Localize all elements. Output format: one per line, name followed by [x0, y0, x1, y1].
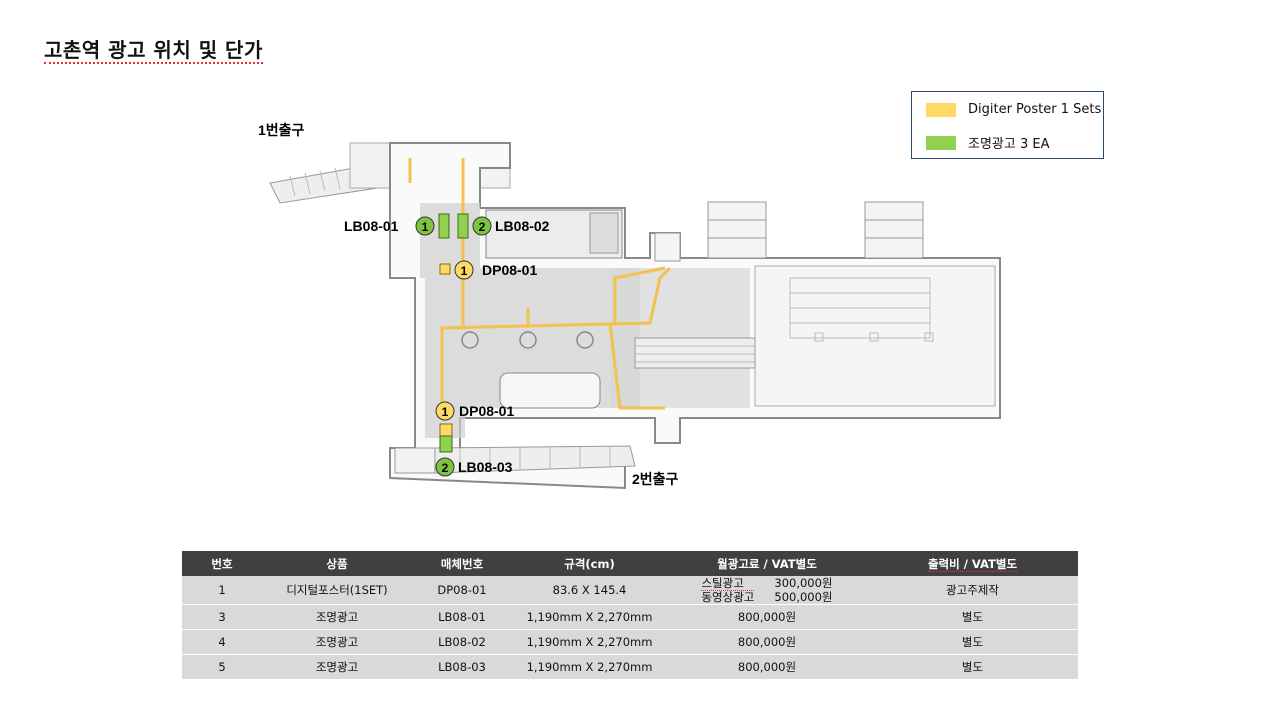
- marker-dp08-01-bottom: [435, 401, 455, 421]
- page-title: 고촌역 광고 위치 및 단가: [44, 34, 263, 64]
- exit1-label: 1번출구: [258, 122, 305, 138]
- label-lb08-01: LB08-01: [344, 218, 399, 234]
- table-row: 1 디지털포스터(1SET) DP08-01 83.6 X 145.4 스틸광고…: [182, 576, 1078, 605]
- cell-output-cost: 광고주제작: [867, 576, 1078, 605]
- header-product: 상품: [262, 551, 412, 576]
- cell-output-cost: 별도: [867, 629, 1078, 655]
- cell-monthly-fee: 스틸광고 300,000원 동영상광고 500,000원: [667, 576, 867, 605]
- marker-lb08-02: [472, 216, 492, 236]
- exit2-label: 2번출구: [632, 471, 679, 487]
- legend-box: Digiter Poster 1 Sets 조명광고 3 EA: [911, 91, 1104, 159]
- guide-path: [408, 158, 672, 418]
- legend-item-digital-poster: Digiter Poster 1 Sets: [926, 102, 1101, 117]
- header-output-cost-text: 출력비 / VAT별도: [927, 556, 1018, 572]
- badge-number: 1: [422, 220, 429, 234]
- table-row: 5 조명광고 LB08-03 1,190mm X 2,270mm 800,000…: [182, 654, 1078, 680]
- badge-number: 1: [442, 405, 449, 419]
- cell-media-code: LB08-02: [412, 629, 512, 655]
- cell-number: 5: [182, 654, 262, 680]
- legend-swatch-yellow: [926, 102, 956, 117]
- cell-product: 조명광고: [262, 629, 412, 655]
- price-video-value: 500,000원: [774, 590, 833, 604]
- table-row: 3 조명광고 LB08-01 1,190mm X 2,270mm 800,000…: [182, 604, 1078, 630]
- badge-number: 1: [461, 264, 468, 278]
- cell-product: 조명광고: [262, 604, 412, 630]
- poster-dp08-01-top: [439, 263, 451, 275]
- cell-product: 디지털포스터(1SET): [262, 576, 412, 605]
- legend-label: Digiter Poster 1 Sets: [968, 102, 1102, 117]
- marker-lb08-03: [435, 457, 455, 477]
- elevator-block: [654, 201, 924, 262]
- cell-size: 1,190mm X 2,270mm: [512, 604, 667, 630]
- lightbox-lb08-01: [438, 213, 450, 239]
- cell-media-code: DP08-01: [412, 576, 512, 605]
- price-still-label: 스틸광고: [701, 577, 755, 591]
- header-output-cost: 출력비 / VAT별도: [867, 551, 1078, 576]
- cell-size: 1,190mm X 2,270mm: [512, 654, 667, 680]
- label-lb08-03: LB08-03: [458, 459, 513, 475]
- cell-output-cost: 별도: [867, 604, 1078, 630]
- header-size: 규격(cm): [512, 551, 667, 576]
- exit2-stairs: [394, 445, 636, 474]
- cell-size: 83.6 X 145.4: [512, 576, 667, 605]
- marker-lb08-01: [415, 216, 435, 236]
- cell-output-cost: 별도: [867, 654, 1078, 680]
- marker-dp08-01-top: [454, 260, 474, 280]
- poster-dp08-01-bottom: [439, 423, 453, 437]
- station-floor-map: 1번출구 2번출구 LB08-01 1 2 LB08-02 1 DP08-01 …: [258, 122, 1001, 490]
- badge-number: 2: [479, 220, 486, 234]
- cell-media-code: LB08-03: [412, 654, 512, 680]
- label-lb08-02: LB08-02: [495, 218, 550, 234]
- price-table: 번호 상품 매체번호 규격(cm) 월광고료 / VAT별도 출력비 / VAT…: [182, 551, 1078, 680]
- table-header-row: 번호 상품 매체번호 규격(cm) 월광고료 / VAT별도 출력비 / VAT…: [182, 551, 1078, 576]
- table-row: 4 조명광고 LB08-02 1,190mm X 2,270mm 800,000…: [182, 629, 1078, 655]
- cell-number: 3: [182, 604, 262, 630]
- cell-number: 1: [182, 576, 262, 605]
- cell-media-code: LB08-01: [412, 604, 512, 630]
- lightbox-lb08-02: [457, 213, 469, 239]
- legend-swatch-green: [926, 135, 956, 150]
- cell-product: 조명광고: [262, 654, 412, 680]
- price-still-value: 300,000원: [774, 576, 833, 590]
- cell-number: 4: [182, 629, 262, 655]
- header-media-code: 매체번호: [412, 551, 512, 576]
- cell-monthly-fee: 800,000원: [667, 604, 867, 630]
- cell-monthly-fee: 800,000원: [667, 629, 867, 655]
- label-dp08-01-top: DP08-01: [482, 262, 537, 278]
- header-monthly-fee: 월광고료 / VAT별도: [667, 551, 867, 576]
- page-title-text: 고촌역 광고 위치 및 단가: [44, 38, 263, 64]
- header-number: 번호: [182, 551, 262, 576]
- legend-label: 조명광고 3 EA: [968, 137, 1050, 152]
- cell-size: 1,190mm X 2,270mm: [512, 629, 667, 655]
- price-video-label: 동영상광고: [701, 590, 755, 604]
- cell-monthly-fee: 800,000원: [667, 654, 867, 680]
- lightbox-lb08-03: [439, 435, 453, 453]
- label-dp08-01-bottom: DP08-01: [459, 403, 514, 419]
- legend-item-light-box: 조명광고 3 EA: [926, 133, 1049, 152]
- badge-number: 2: [442, 461, 449, 475]
